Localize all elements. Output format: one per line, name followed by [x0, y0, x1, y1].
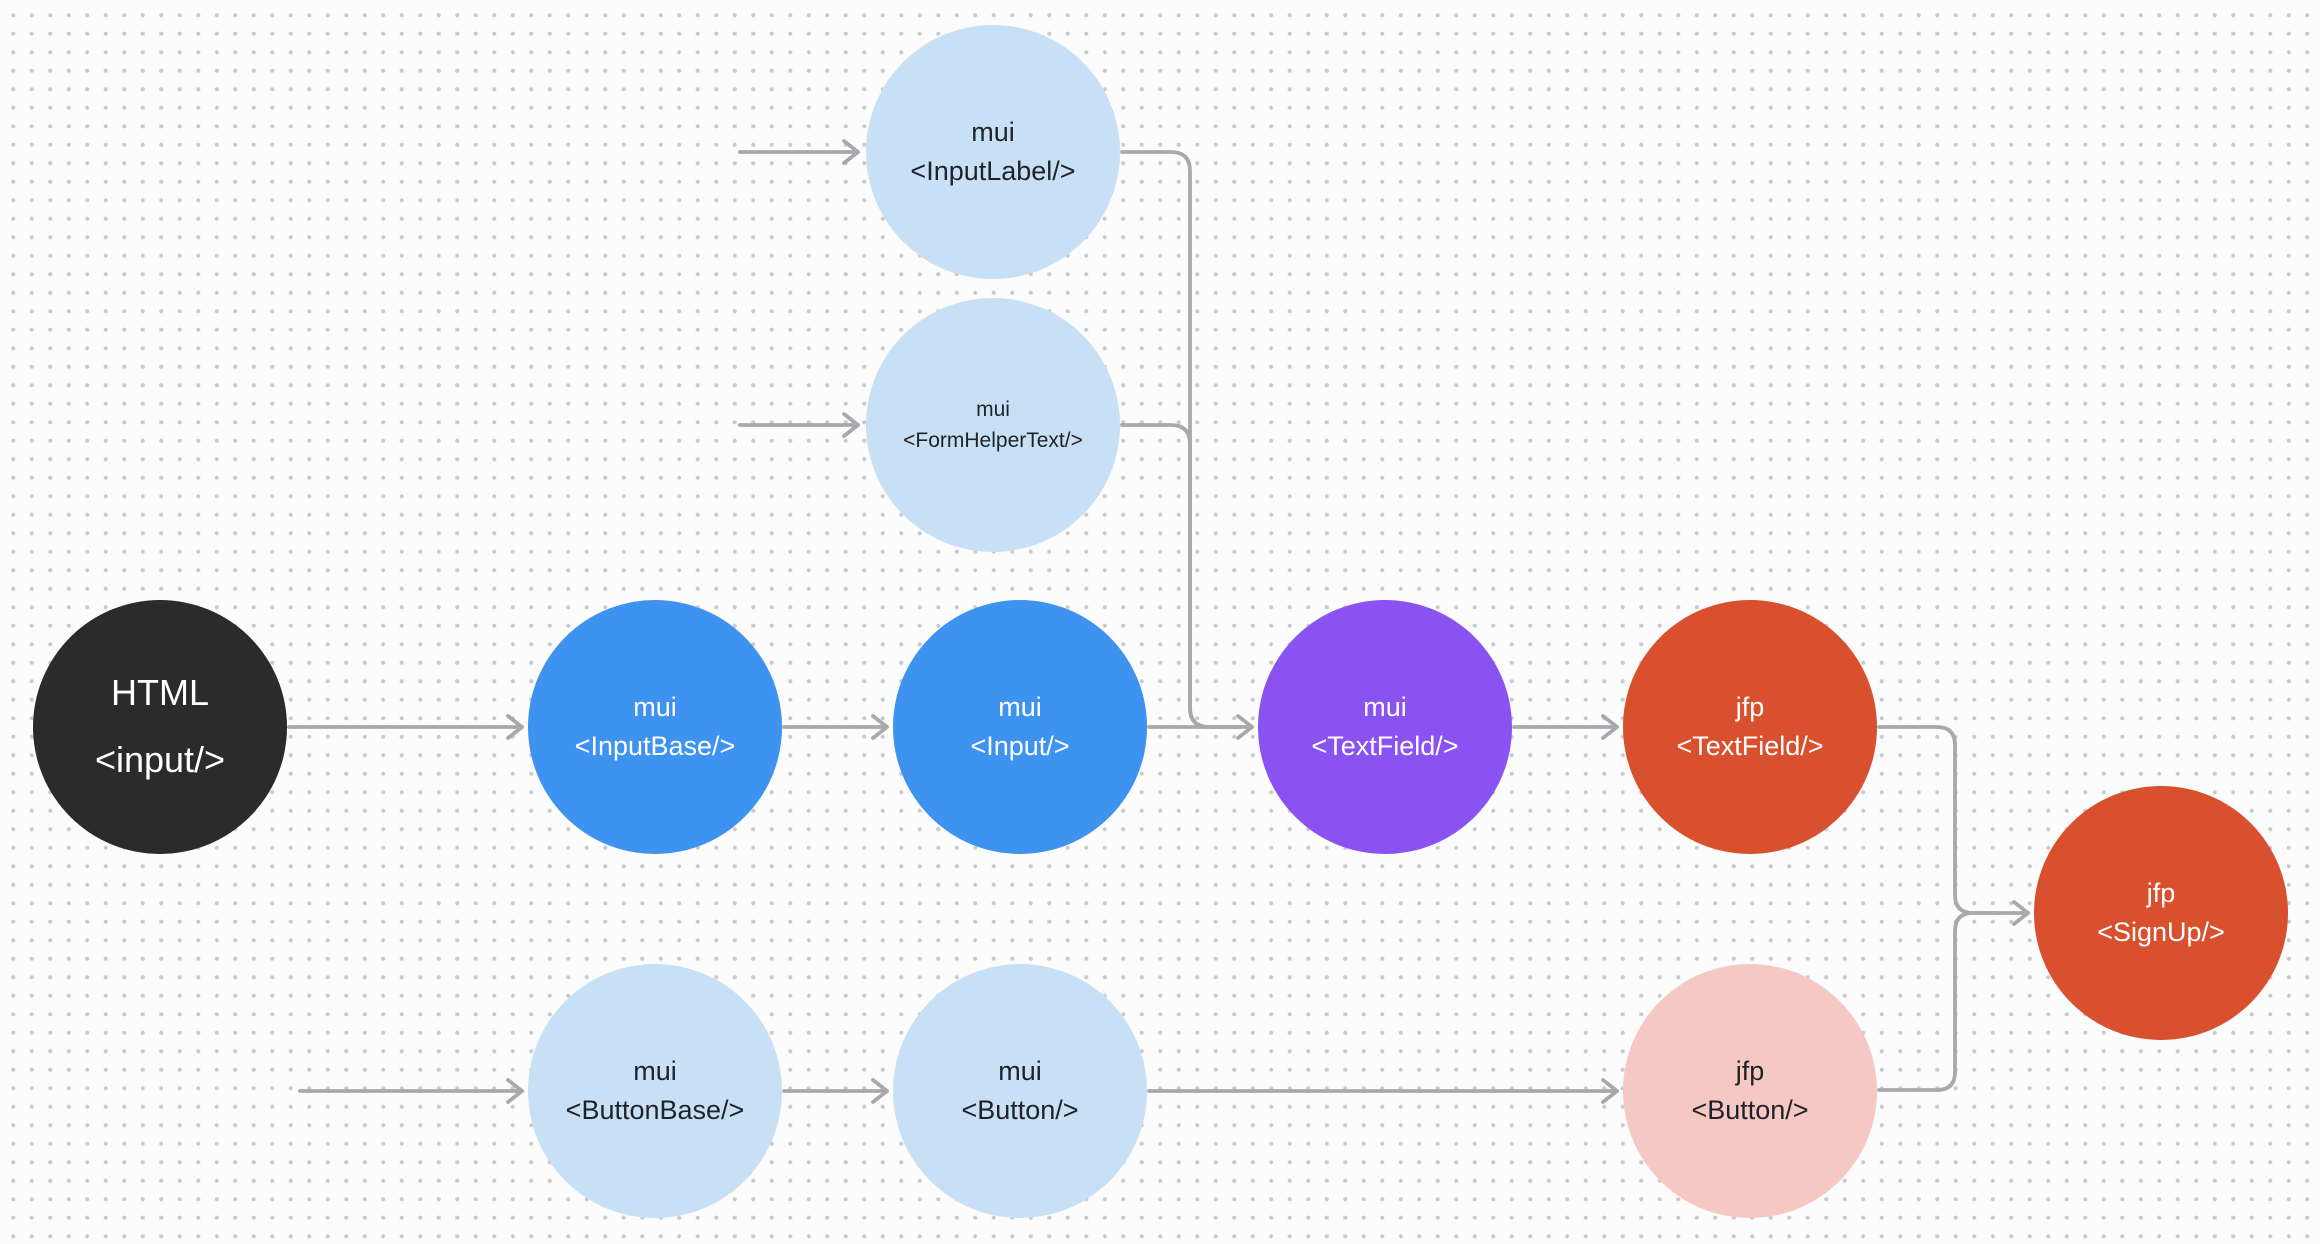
- node-package-label: mui: [633, 691, 677, 722]
- node-package-label: mui: [976, 397, 1010, 421]
- node-mui-input-label[interactable]: mui <InputLabel/>: [866, 25, 1120, 279]
- node-package-label: mui: [633, 1055, 677, 1086]
- node-tag-label: <Button/>: [961, 1095, 1079, 1125]
- node-jfp-button[interactable]: jfp <Button/>: [1623, 964, 1877, 1218]
- node-package-label: mui: [971, 116, 1015, 147]
- edge-jfp-button-to-jfp-signup[interactable]: [1877, 911, 2002, 1092]
- node-tag-label: <TextField/>: [1311, 731, 1459, 761]
- node-package-label: mui: [998, 691, 1042, 722]
- node-mui-form-helper-text[interactable]: mui <FormHelperText/>: [866, 298, 1120, 552]
- node-package-label: jfp: [1735, 1055, 1765, 1086]
- node-mui-text-field[interactable]: mui <TextField/>: [1258, 600, 1512, 854]
- node-mui-button-base[interactable]: mui <ButtonBase/>: [528, 964, 782, 1218]
- node-tag-label: <FormHelperText/>: [903, 429, 1083, 452]
- edge-mui-form-helper-text-to-mui-text-field[interactable]: [1120, 423, 1242, 729]
- node-mui-input-base[interactable]: mui <InputBase/>: [528, 600, 782, 854]
- node-tag-label: <ButtonBase/>: [565, 1095, 745, 1125]
- node-html-input[interactable]: HTML <input/>: [33, 600, 287, 854]
- node-tag-label: <TextField/>: [1676, 731, 1824, 761]
- node-tag-label: <Button/>: [1691, 1095, 1809, 1125]
- node-package-label: jfp: [1735, 691, 1765, 722]
- edge-mui-input-label-to-mui-text-field[interactable]: [1120, 150, 1242, 729]
- node-package-label: HTML: [111, 672, 209, 714]
- node-tag-label: <Input/>: [970, 731, 1070, 761]
- node-tag-label: <input/>: [94, 739, 226, 780]
- edge-jfp-text-field-to-jfp-signup[interactable]: [1877, 725, 2030, 926]
- node-package-label: mui: [1363, 691, 1407, 722]
- node-jfp-signup[interactable]: jfp <SignUp/>: [2034, 786, 2288, 1040]
- node-tag-label: <InputBase/>: [574, 731, 736, 761]
- node-jfp-text-field[interactable]: jfp <TextField/>: [1623, 600, 1877, 854]
- node-tag-label: <SignUp/>: [2097, 917, 2225, 947]
- node-package-label: mui: [998, 1055, 1042, 1086]
- node-package-label: jfp: [2146, 877, 2176, 908]
- node-mui-input[interactable]: mui <Input/>: [893, 600, 1147, 854]
- node-mui-button[interactable]: mui <Button/>: [893, 964, 1147, 1218]
- node-tag-label: <InputLabel/>: [910, 156, 1076, 186]
